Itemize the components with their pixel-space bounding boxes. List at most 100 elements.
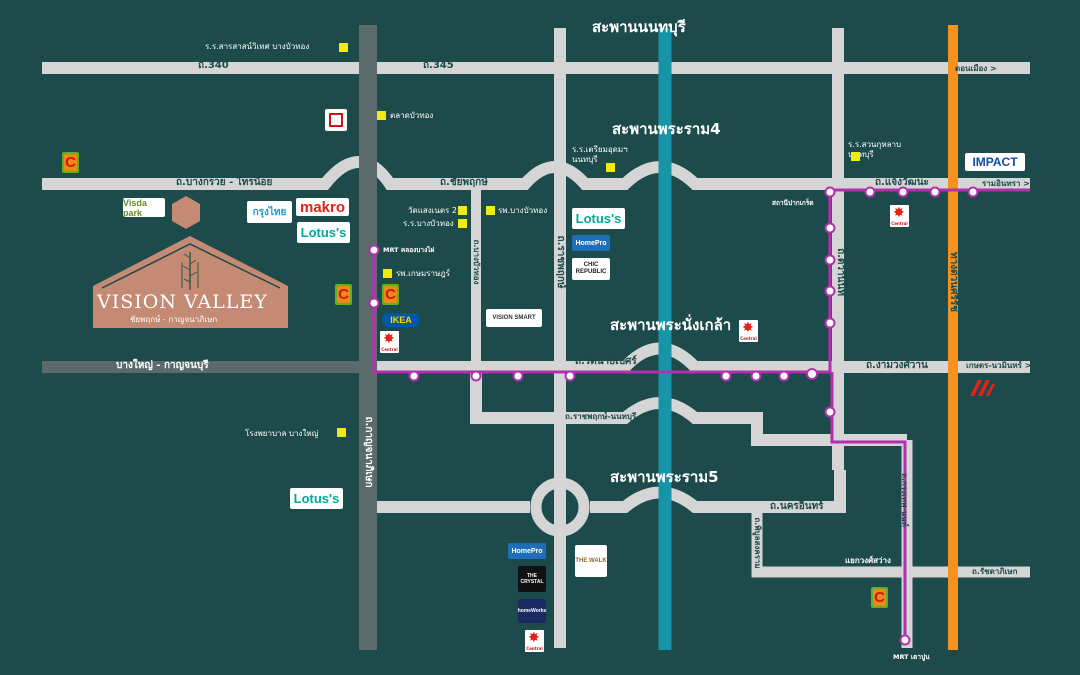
mrt-station xyxy=(778,370,790,382)
road-label-don-mueang: ดอนเมือง > xyxy=(955,64,997,73)
central-logo: ✸Central xyxy=(739,320,758,342)
road-label-ngamwongwan: ถ.งามวงศ์วาน xyxy=(866,360,928,371)
mrt-station xyxy=(824,254,836,266)
bridge-nonthaburi: สะพานนนทบุรี xyxy=(592,18,686,36)
road-label-chaiyaphruek: ถ.ชัยพฤกษ์ xyxy=(440,177,488,188)
mrt-station xyxy=(897,186,909,198)
mrt-station xyxy=(806,368,818,380)
place-hospital-bangyai: โรงพยาบาล บางใหญ่ xyxy=(245,429,319,438)
mrt-station xyxy=(824,406,836,418)
place-marker xyxy=(339,43,348,52)
vision-smart-logo: VISION SMART xyxy=(486,309,542,327)
road-label-bangyai: บางใหญ่ - กาญจนบุรี xyxy=(116,360,209,371)
road-label-ratchaphruek: ถ.ราชพฤกษ์ xyxy=(555,235,566,289)
place-mrt-khlong-bang-phai: MRT คลองบางไผ่ xyxy=(383,246,435,254)
project-tagline: ชัยพฤกษ์ - กาญจนาภิเษก xyxy=(130,315,218,324)
lotus-logo: Lotus's xyxy=(572,208,625,229)
place-triam: ร.ร.เตรียมอุดมฯ นนทบุรี xyxy=(572,145,628,164)
mrt-station xyxy=(967,186,979,198)
crystal-logo: THE CRYSTAL xyxy=(518,566,546,592)
mrt-station xyxy=(824,186,836,198)
visda-logo: Visda park xyxy=(123,198,165,217)
chic-logo: CHIC REPUBLIC xyxy=(572,258,610,280)
place-marker xyxy=(606,163,615,172)
road-label-wongsawang: แยกวงศ์สว่าง xyxy=(845,556,891,565)
place-marker xyxy=(337,428,346,437)
place-marker xyxy=(458,219,467,228)
mrt-stations xyxy=(368,186,979,646)
place-sarasas: ร.ร.สารสาสน์วิเทศ บางบัวทอง xyxy=(205,42,310,51)
homepro-logo: HomePro xyxy=(572,235,610,251)
krungthai-logo: กรุงไทย xyxy=(247,201,292,223)
mrt-station xyxy=(470,370,482,382)
homepro-small-logo xyxy=(325,109,347,131)
place-hospital-kasem: รพ.เกษมราษฎร์ xyxy=(396,269,450,278)
mall-logo-icon xyxy=(970,380,995,396)
place-mrt-tao-pun: MRT เตาปูน xyxy=(893,653,930,661)
road-label-345: ถ.345 xyxy=(423,60,454,71)
place-market: ตลาดบัวทอง xyxy=(390,111,434,120)
makro-logo: makro xyxy=(296,198,349,216)
central-logo: ✸Central xyxy=(380,331,399,353)
road-label-kanchanaphisek: ถ.กาญจนาภิเษก xyxy=(363,416,374,488)
road-label-bangkruai: ถ.บางกรวย - ไทรน้อย xyxy=(176,177,273,188)
central-logo: ✸Central xyxy=(890,205,909,227)
mrt-station xyxy=(512,370,524,382)
road-label-ratchadaphisek: ถ.รัชดาภิเษก xyxy=(972,567,1018,576)
vision-valley-logo xyxy=(93,196,288,328)
mrt-station xyxy=(929,186,941,198)
road-label-expressway: ทางด่วนศรีรัช xyxy=(948,252,959,312)
mrt-station xyxy=(368,244,380,256)
project-name: VISION VALLEY xyxy=(97,291,268,313)
bridge-nangklao: สะพานพระนั่งเกล้า xyxy=(610,316,732,334)
place-marker xyxy=(458,206,467,215)
mrt-station xyxy=(564,370,576,382)
place-suan: ร.ร.สวนกุหลาบ นนทบุรี xyxy=(848,140,902,159)
lotus-logo: Lotus's xyxy=(297,222,350,243)
mrt-station xyxy=(824,317,836,329)
mrt-station xyxy=(408,370,420,382)
place-wat: วัดแสงเนตร 2 xyxy=(408,206,457,215)
place-marker xyxy=(377,111,386,120)
mrt-station xyxy=(824,285,836,297)
road-label-kaset: เกษตร-นวมินทร์ > xyxy=(966,361,1032,370)
lotus-logo: Lotus's xyxy=(290,488,343,509)
road-label-bangbuathong: ถ.บางบัวทอง xyxy=(472,239,481,285)
place-marker xyxy=(486,206,495,215)
mrt-station xyxy=(864,186,876,198)
mrt-station xyxy=(750,370,762,382)
place-station-pakkret: สถานีปากเกร็ด xyxy=(772,199,814,207)
place-marker xyxy=(383,269,392,278)
mrt-station xyxy=(368,297,380,309)
home-icon xyxy=(329,113,343,127)
road-label-ram-inthra: รามอินทรา > xyxy=(982,179,1030,188)
bigc-logo: C xyxy=(62,152,79,173)
mall-logo xyxy=(968,378,996,398)
road-phibun xyxy=(751,507,1030,578)
road-label-krungthep-nonthaburi: ถ.กรุงเทพ-นนท์ xyxy=(900,473,909,527)
mrt-station xyxy=(720,370,732,382)
road-label-phibun: ถ.พิบูลสงคราม xyxy=(753,517,762,569)
bigc-logo: C xyxy=(382,284,399,305)
place-school-bbt: ร.ร.บางบัวทอง xyxy=(403,219,454,228)
bigc-logo: C xyxy=(871,587,888,608)
mrt-station xyxy=(899,634,911,646)
homeworks-logo: homeWorks xyxy=(518,599,546,623)
road-label-340: ถ.340 xyxy=(198,60,229,71)
road-label-rattanathibet: ถ.รัตนาธิเบศร์ xyxy=(575,356,637,367)
impact-logo: IMPACT xyxy=(965,153,1025,171)
mrt-station xyxy=(824,222,836,234)
ikea-logo: IKEA xyxy=(382,313,420,327)
road-label-chaengwattana: ถ.แจ้งวัฒนะ xyxy=(875,177,929,188)
bridge-rama4: สะพานพระราม4 xyxy=(612,120,721,138)
bridge-rama5: สะพานพระราม5 xyxy=(610,468,719,486)
homepro-logo: HomePro xyxy=(508,543,546,559)
road-label-nakhon-in: ถ.นครอินทร์ xyxy=(770,501,824,512)
place-marker xyxy=(851,152,860,161)
place-hospital-bbt: รพ.บางบัวทอง xyxy=(498,206,548,215)
road-label-tiwanon: ถ.ติวานนท์ xyxy=(835,248,846,296)
central-logo: ✸Central xyxy=(525,630,544,652)
the-walk-logo: THE WALK xyxy=(575,545,607,577)
